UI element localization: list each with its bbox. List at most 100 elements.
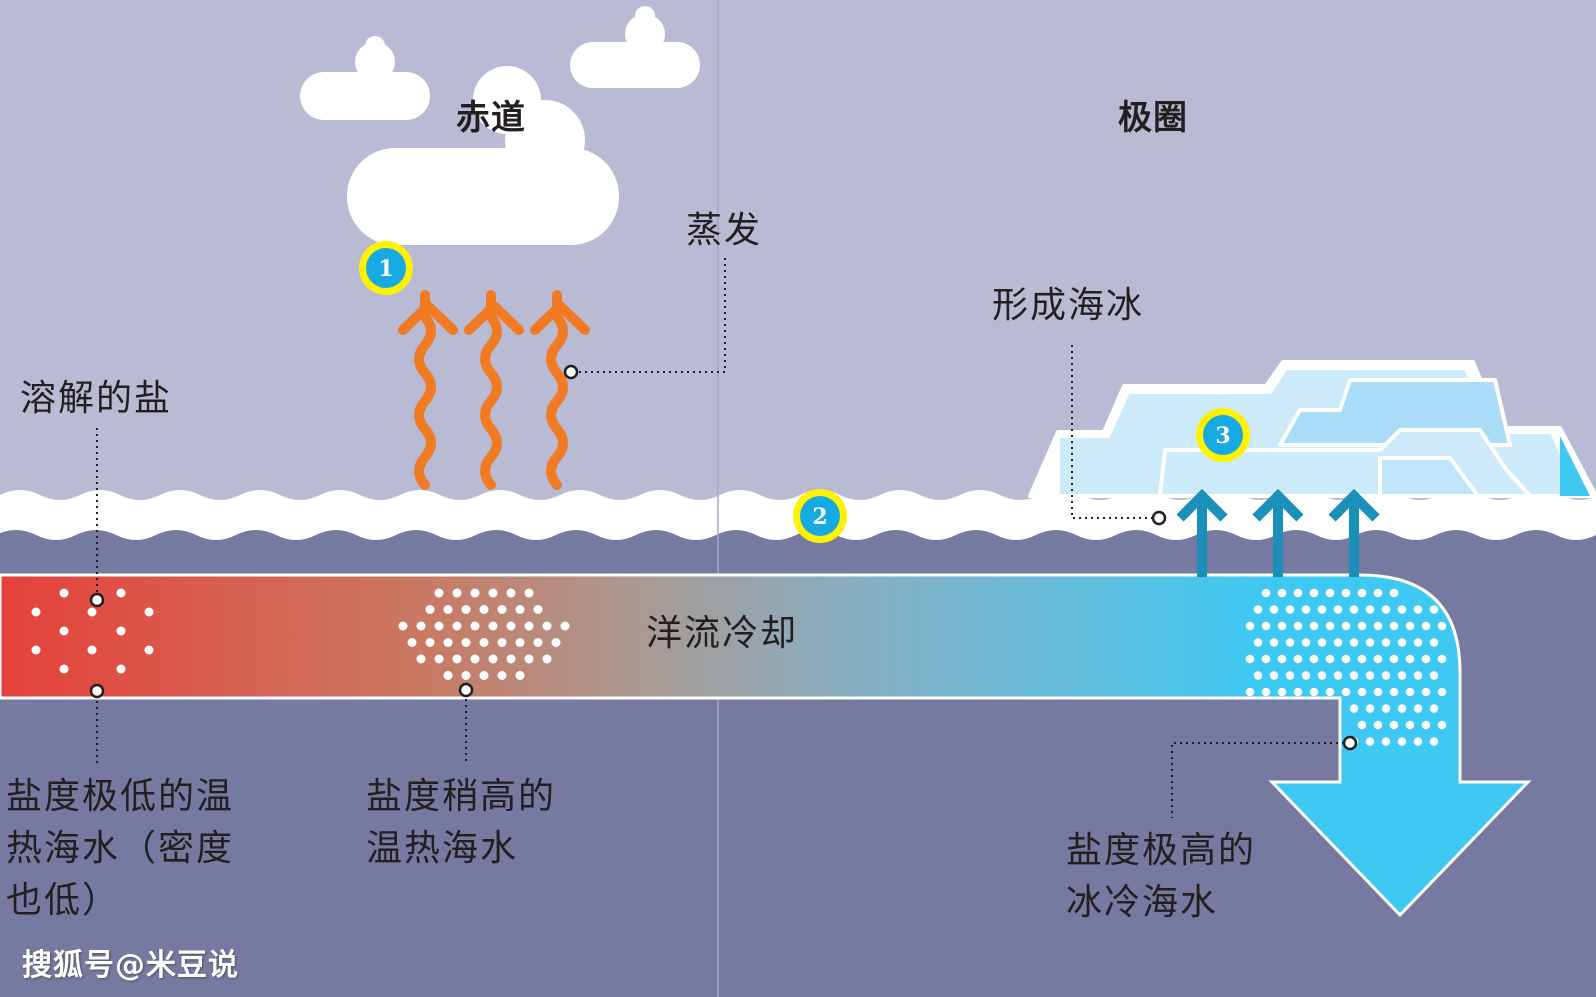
salt-dot [1373, 687, 1383, 697]
salt-dot [1349, 605, 1359, 614]
salt-dot [1429, 704, 1439, 713]
salt-dots-low [31, 588, 154, 674]
salt-dot [443, 671, 453, 680]
salt-dot [1413, 737, 1423, 746]
salt-dot [479, 605, 489, 614]
salt-dot [425, 638, 435, 647]
salt-dot [434, 621, 444, 631]
salt-dot [1365, 638, 1375, 647]
salt-dot [1285, 605, 1295, 614]
salt-dot [452, 621, 462, 631]
leader-endpoints [89, 364, 1358, 751]
salt-dot [1389, 720, 1399, 730]
salt-dot [470, 588, 480, 598]
heading-polar: 极圈 [1118, 98, 1188, 138]
salt-dot [1253, 638, 1263, 647]
leader-lines [96, 258, 1350, 818]
leader-sea-ice [1071, 345, 1157, 519]
salt-dot [443, 638, 453, 647]
salt-dot [1357, 687, 1367, 697]
ocean-current [0, 573, 1532, 918]
salt-dot [515, 671, 525, 680]
salt-dot [1317, 671, 1327, 680]
salt-dot [416, 654, 426, 664]
salt-dot [1381, 737, 1391, 746]
salt-dot [1429, 671, 1439, 680]
salt-dot [1397, 638, 1407, 647]
salt-dot [1421, 654, 1431, 664]
salt-dot [1413, 671, 1423, 680]
salt-dot [452, 654, 462, 664]
salt-dot [1405, 687, 1415, 697]
salt-dot [116, 588, 126, 598]
salt-dot [144, 607, 154, 617]
salt-dot [461, 605, 471, 614]
salt-dot [1285, 638, 1295, 647]
marker-1: 1 [359, 241, 413, 295]
salt-dot [1317, 605, 1327, 614]
salt-dots-medium [398, 588, 570, 680]
label-evaporation: 蒸发 [686, 210, 763, 251]
salt-dot [1269, 671, 1279, 680]
leader-evaporation [571, 258, 726, 373]
salt-dot [1389, 621, 1399, 631]
svg-text:2: 2 [812, 504, 827, 530]
salt-dot [1349, 671, 1359, 680]
salt-dot [1429, 638, 1439, 647]
salt-dot [488, 654, 498, 664]
salt-dot [1373, 654, 1383, 664]
salt-dot [1389, 588, 1399, 598]
salt-dot [1397, 605, 1407, 614]
salt-dot [542, 621, 552, 631]
salt-dot [1405, 621, 1415, 631]
salt-dot [1421, 621, 1431, 631]
salt-dot [470, 621, 480, 631]
watermark: 搜狐号@米豆说 [22, 948, 239, 983]
salt-dot [488, 588, 498, 598]
salt-dot [533, 605, 543, 614]
salt-dot [1373, 720, 1383, 730]
salt-dot [1357, 588, 1367, 598]
salt-dot [398, 621, 408, 631]
salt-dot [497, 605, 507, 614]
salt-dot [560, 621, 570, 631]
salt-dot [1261, 621, 1271, 631]
salt-dot [1405, 720, 1415, 730]
salt-dot [470, 654, 480, 664]
salt-dot [1325, 588, 1335, 598]
salt-dot [1261, 654, 1271, 664]
salt-dot [1365, 704, 1375, 713]
salt-dot [31, 607, 41, 617]
salt-dot [524, 588, 534, 598]
label-current-cools: 洋流冷却 [646, 613, 799, 654]
salt-dot [506, 654, 516, 664]
salt-dot [1293, 621, 1303, 631]
salt-dot [1437, 621, 1447, 631]
salt-dot [1253, 605, 1263, 614]
salt-dot [488, 621, 498, 631]
cloud-icon [347, 66, 619, 245]
salt-dot [452, 588, 462, 598]
salt-dot [31, 645, 41, 655]
salt-dot [1277, 621, 1287, 631]
label-very-high-salinity-cold: 盐度极高的冰冷海水 [1066, 830, 1257, 923]
salt-dot [434, 654, 444, 664]
salt-dot [1325, 621, 1335, 631]
salt-dot [87, 607, 97, 617]
salt-dot [1341, 687, 1351, 697]
salt-dot [1381, 704, 1391, 713]
salt-dot [1301, 671, 1311, 680]
salt-dot [1405, 654, 1415, 664]
salt-dot [87, 645, 97, 655]
label-low-salinity-warm: 盐度极低的温热海水（密度也低） [6, 776, 235, 921]
salt-dot [479, 638, 489, 647]
salt-dot [1397, 671, 1407, 680]
label-sea-ice-forms: 形成海冰 [992, 285, 1145, 326]
label-slightly-higher-salinity: 盐度稍高的温热海水 [366, 776, 557, 869]
cloud-icon [570, 6, 700, 88]
salt-dot [1277, 687, 1287, 697]
salt-dot [1333, 638, 1343, 647]
salt-dot [1325, 687, 1335, 697]
salt-dot [542, 654, 552, 664]
salt-dot [1341, 654, 1351, 664]
